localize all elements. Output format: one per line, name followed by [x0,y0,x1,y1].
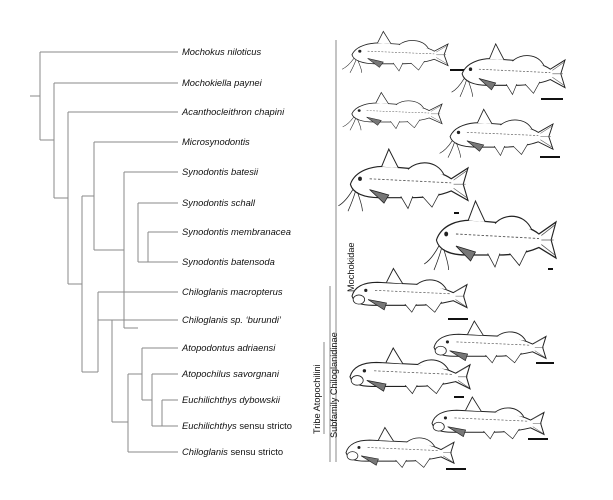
scale-bar [454,396,464,398]
taxon-label: Acanthocleithron chapini [182,106,284,118]
taxon-qualifier: sensu stricto [236,420,292,431]
mochokiella-drawing [451,43,566,98]
taxon-label: Mochokus niloticus [182,46,261,58]
synodontis-small-drawing [337,148,469,212]
scale-bar [446,468,466,470]
atopochilus-drawing [431,396,545,440]
scale-bar [540,156,560,158]
scale-bar [454,212,459,214]
taxon-name: Chiloglanis [182,446,228,457]
taxon-name: Synodontis schall [182,197,255,208]
taxon-label: Atopochilus savorgnani [182,368,279,380]
microsynodontis-drawing [439,108,554,159]
taxon-name: Mochokus niloticus [182,46,262,57]
taxon-label: Atopodontus adriaensi [182,342,275,354]
taxon-name: Microsynodontis [182,136,250,147]
taxon-label: Synodontis membranacea [182,226,291,238]
taxon-label: Chiloglanis sensu stricto [182,446,283,458]
taxon-label: Mochokiella paynei [182,77,262,89]
mochokus-drawing [341,30,449,74]
taxon-name: Euchilichthys dybowskii [182,394,280,405]
acanthocleithron-drawing [342,92,443,131]
euchilichthys-upper-drawing [433,320,547,364]
scale-bar [450,69,472,71]
scale-bar [536,362,554,364]
taxon-name: Atopochilus savorgnani [182,368,279,379]
taxon-name: Chiloglanis macropterus [182,286,283,297]
taxon-label: Microsynodontis [182,136,250,148]
taxon-label: Euchilichthys dybowskii [182,394,280,406]
taxon-name: Synodontis batensoda [182,256,275,267]
taxon-name: Atopodontus adriaensi [182,342,276,353]
chiloglanis-macropterus-drawing [351,267,468,313]
taxon-qualifier: sensu stricto [227,446,284,457]
taxon-name: Euchilichthys [182,420,237,431]
taxon-name: Mochokiella paynei [182,77,262,88]
scale-bar [448,318,468,320]
taxon-name: Synodontis batesii [182,166,259,177]
taxon-label: Euchilichthys sensu stricto [182,420,292,432]
taxon-name: Chiloglanis sp. ‘burundi’ [182,314,282,325]
taxon-label: Synodontis batesii [182,166,258,178]
taxon-label: Chiloglanis macropterus [182,286,283,298]
taxon-name: Acanthocleithron chapini [182,106,285,117]
synodontis-large-drawing [423,200,557,271]
taxon-name: Synodontis membranacea [182,226,291,237]
scale-bar [541,98,563,100]
scale-bar [548,268,553,270]
taxon-label: Chiloglanis sp. ‘burundi’ [182,314,281,326]
taxon-label: Synodontis schall [182,197,255,209]
taxon-label: Synodontis batensoda [182,256,275,268]
scale-bar [528,438,548,440]
chiloglanis-lower-drawing [345,426,455,468]
